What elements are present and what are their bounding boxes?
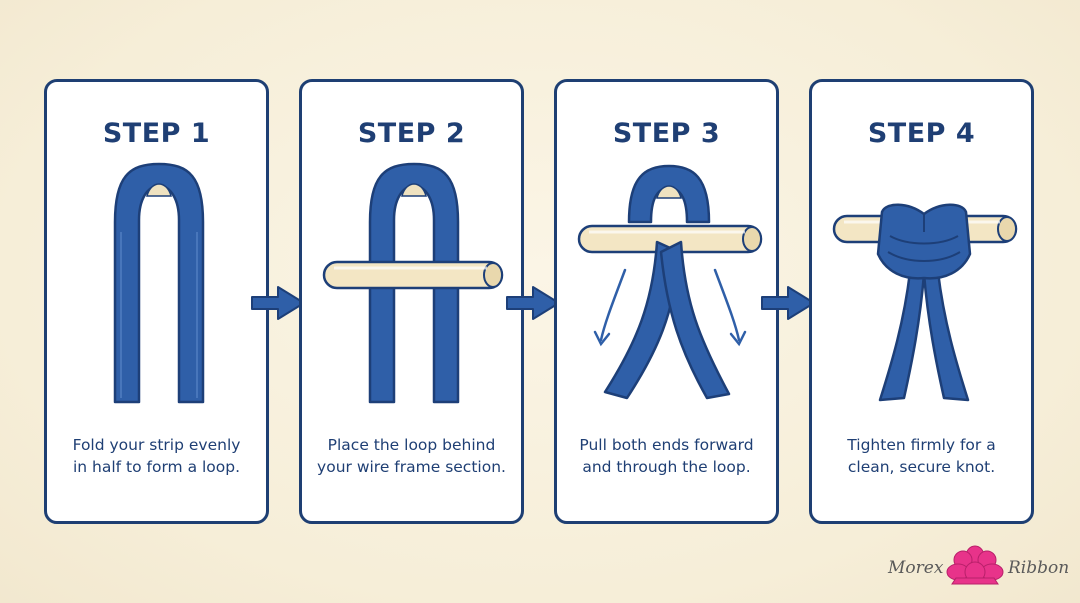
step-2-card: STEP 2 Place the loop behind your wire f…: [299, 79, 524, 524]
step-4-title: STEP 4: [867, 118, 976, 149]
loop-ribbon: [113, 162, 205, 404]
loop-inner: [146, 183, 172, 197]
step-4-card: STEP 4 Tighten firmly for a clean, secur…: [809, 79, 1034, 524]
brand-logo: Morex Ribbon: [884, 544, 1074, 592]
logo-text-left: Morex: [888, 558, 944, 578]
step-1-card: STEP 1 Fold your strip evenly in half to…: [44, 79, 269, 524]
arrow-right-icon: [761, 286, 815, 320]
wire-frame-rod: [322, 260, 504, 290]
tightened-knot-illustration: [832, 203, 1018, 402]
step-4-description: Tighten firmly for a clean, secure knot.: [847, 436, 996, 476]
step-3-title: STEP 3: [612, 118, 721, 149]
ribbon-end-right: [659, 240, 731, 400]
step-2-description: Place the loop behind your wire frame se…: [317, 436, 506, 476]
arrow-right-icon: [506, 286, 560, 320]
loop-behind-frame-illustration: [322, 162, 504, 404]
step-1-title: STEP 1: [102, 118, 211, 149]
folded-loop-illustration: [113, 162, 205, 404]
pull-ends-through-illustration: [577, 164, 763, 400]
bow-icon: [946, 545, 1004, 585]
arrow-right-icon: [251, 286, 305, 320]
step-1-description: Fold your strip evenly in half to form a…: [72, 436, 241, 476]
ribbon-tail-left: [878, 270, 926, 402]
curved-arrow-icon: [593, 268, 747, 347]
logo-text-right: Ribbon: [1008, 558, 1070, 578]
step-2-title: STEP 2: [357, 118, 466, 149]
step-3-card: STEP 3 Pull both ends forward and throug…: [554, 79, 779, 524]
knot-body: [876, 203, 972, 280]
step-3-description: Pull both ends forward and through the l…: [579, 436, 754, 476]
ribbon-tail-right: [922, 270, 970, 402]
